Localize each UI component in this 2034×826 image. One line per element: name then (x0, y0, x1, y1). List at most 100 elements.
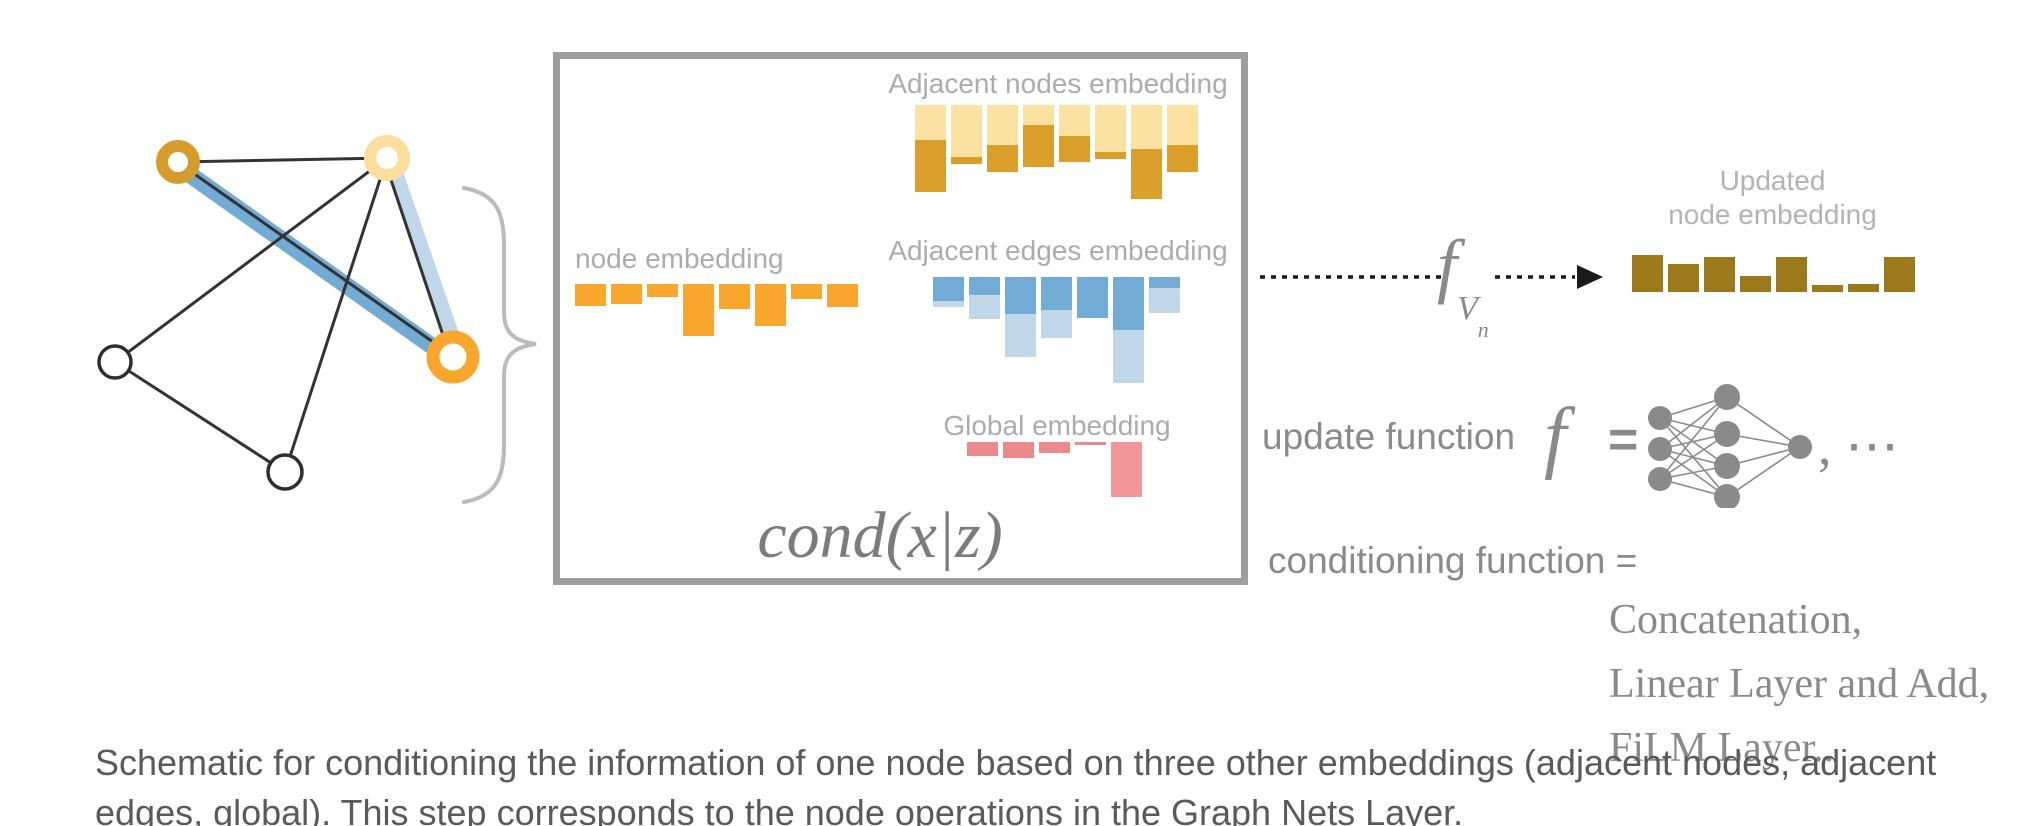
bar-segment (1059, 136, 1090, 162)
bar-segment (1113, 330, 1144, 383)
curly-brace (462, 186, 537, 504)
bar (967, 442, 998, 456)
bar-segment (1077, 277, 1108, 318)
bar (1740, 276, 1771, 292)
bar-segment (1149, 288, 1180, 313)
bar-segment (647, 284, 678, 297)
bar (987, 105, 1018, 172)
bar (1111, 442, 1142, 497)
bar-segment (827, 284, 858, 307)
edge-a-c (175, 159, 451, 356)
bar-segment (1776, 257, 1807, 292)
arrowhead-icon (1577, 265, 1603, 289)
node-center-orange (426, 330, 480, 384)
node-embedding-label: node embedding (575, 243, 784, 274)
ellipsis: , ⋯ (1818, 416, 1899, 476)
bar-segment (755, 284, 786, 326)
edge-a-b (177, 156, 388, 164)
bar-segment (1131, 149, 1162, 199)
bar (1776, 257, 1807, 292)
bar (1023, 105, 1054, 167)
f-vn-formula: fVn (1437, 224, 1489, 342)
conditioning-options: Concatenation, Linear Layer and Add, FiL… (1609, 588, 1989, 780)
bar-segment (1041, 310, 1072, 338)
bar-segment (1023, 125, 1054, 167)
bar-segment (1167, 105, 1198, 145)
bar-segment (1668, 264, 1699, 292)
bar-segment (1023, 105, 1054, 125)
bar (1812, 285, 1843, 292)
global-embedding-label: Global embedding (943, 410, 1171, 441)
edge-b-c (382, 158, 452, 357)
bar-segment (1113, 277, 1144, 330)
bar-segment (969, 277, 1000, 295)
updated-node-embedding-chart (1632, 255, 1915, 292)
bar-segment (1003, 442, 1034, 458)
bar-segment (1041, 277, 1072, 310)
f-subsubscript: n (1477, 317, 1489, 342)
bar-segment (967, 442, 998, 456)
adjacent-edges-chart (933, 277, 1180, 383)
edge-highlight-strong-blue (177, 162, 458, 368)
bar-segment (1812, 285, 1843, 292)
edge-d-e (114, 360, 286, 474)
bar-segment (575, 284, 606, 306)
bar (719, 284, 750, 309)
bar-segment (933, 277, 964, 301)
bar (1095, 105, 1126, 159)
bar (1005, 277, 1036, 357)
bar-segment (1111, 442, 1142, 497)
bar (1149, 277, 1180, 313)
bar (1167, 105, 1198, 172)
caption-line1: Schematic for conditioning the informati… (95, 742, 1937, 783)
bar-segment (933, 301, 964, 307)
bar (647, 284, 678, 297)
bar-segment (1884, 257, 1915, 292)
neural-network-icon (1648, 384, 1812, 508)
bar-segment (1167, 145, 1198, 172)
bar-segment (1632, 255, 1663, 292)
bar (1039, 442, 1070, 453)
bar-segment (719, 284, 750, 309)
adjacent-nodes-chart (915, 105, 1198, 199)
bar (827, 284, 858, 307)
bar-segment (1149, 277, 1180, 288)
updated-label-line2: node embedding (1668, 199, 1877, 230)
conditioning-option: FiLM Layer.. (1609, 725, 1835, 771)
bar (1848, 284, 1879, 292)
bar (1668, 264, 1699, 292)
equals-sign: = (1608, 411, 1639, 469)
node-plain-1 (97, 344, 133, 380)
bar-segment (1005, 314, 1036, 357)
bar (683, 284, 714, 336)
f-symbol: f (1437, 225, 1458, 305)
node-adjacent-dark-gold (156, 140, 200, 184)
bar-segment (1059, 105, 1090, 136)
edge-b-e (283, 157, 389, 473)
updated-label-line1: Updated (1719, 165, 1826, 196)
bar (1059, 105, 1090, 162)
adjacent-nodes-label: Adjacent nodes embedding (888, 68, 1228, 99)
bar-segment (951, 157, 982, 164)
f-subscript: V (1457, 290, 1478, 327)
bar (791, 284, 822, 299)
cond-formula: cond(x|z) (757, 499, 1003, 572)
update-function-label: update function (1262, 416, 1516, 457)
edge-b-d (114, 156, 388, 364)
bar-segment (915, 105, 946, 140)
bar (1704, 257, 1735, 292)
node-adjacent-pale-yellow (364, 135, 410, 181)
bar-segment (987, 105, 1018, 145)
bar (755, 284, 786, 326)
bar (1884, 257, 1915, 292)
global-embedding-chart (967, 442, 1142, 497)
bar-segment (1005, 277, 1036, 314)
bar-segment (1740, 276, 1771, 292)
bar-segment (611, 284, 642, 304)
bar-segment (1131, 105, 1162, 149)
bar-segment (1848, 284, 1879, 292)
bar (1113, 277, 1144, 383)
bar-segment (683, 284, 714, 336)
conditioning-function-label: conditioning function = (1268, 540, 1638, 581)
